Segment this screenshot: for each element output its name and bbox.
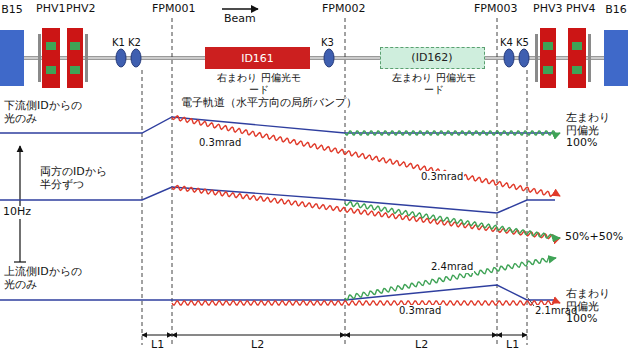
monitor-label: FPM002 bbox=[322, 3, 365, 16]
bending-magnet: B16 bbox=[604, 30, 628, 86]
synchrotron-light bbox=[345, 257, 556, 300]
row-label: 下流側IDからの 光のみ bbox=[4, 100, 96, 125]
electron-orbit bbox=[0, 117, 555, 133]
switching-arrow-base bbox=[14, 261, 26, 262]
row-label: 両方のIDから 半分ずつ bbox=[40, 166, 120, 191]
device-label: PHV1 bbox=[36, 3, 65, 16]
synchrotron-light bbox=[172, 186, 560, 240]
polarization-label: 右まわり 円偏光 100% bbox=[566, 288, 624, 326]
polarization-label: 左まわり 円偏光 100% bbox=[566, 112, 624, 150]
orbit-title: 電子軌道（水平方向の局所バンプ） bbox=[180, 97, 358, 110]
undulator-box: ID161 bbox=[205, 47, 310, 69]
device-label: PHV3 bbox=[533, 3, 562, 16]
kicker-label: K2 bbox=[128, 37, 141, 49]
row-label: 上流側IDからの 光のみ bbox=[4, 266, 96, 291]
monitor-label: FPM001 bbox=[152, 3, 195, 16]
kicker-label: K4 bbox=[500, 37, 513, 49]
angle-label: 0.3mrad bbox=[198, 137, 242, 149]
dimension-line bbox=[142, 335, 527, 336]
dimension-label: L2 bbox=[250, 339, 265, 352]
mode-label: 右まわり 円偏光モード bbox=[215, 72, 303, 95]
mode-label: 左まわり 円偏光モード bbox=[390, 72, 478, 95]
synchrotron-light bbox=[345, 131, 560, 135]
synchrotron-light bbox=[172, 301, 560, 305]
device-label: PHV2 bbox=[66, 3, 95, 16]
beam-pipe bbox=[24, 56, 604, 60]
beam-direction: Beam bbox=[224, 13, 256, 26]
angle-label: 0.3mrad bbox=[420, 171, 464, 183]
reference-line bbox=[142, 18, 527, 345]
phase-shifter bbox=[535, 28, 591, 88]
angle-label: 0.3mrad bbox=[398, 305, 442, 317]
undulator-box: (ID162) bbox=[380, 47, 485, 69]
beam-arrow bbox=[222, 8, 258, 9]
undulator-label: ID161 bbox=[241, 52, 274, 65]
frequency-label: 10Hz bbox=[2, 206, 32, 219]
dimension-label: L1 bbox=[505, 339, 520, 352]
kicker-label: K1 bbox=[112, 37, 125, 49]
dimension-label: L1 bbox=[150, 339, 165, 352]
device-label: PHV4 bbox=[566, 3, 595, 16]
angle-label: 2.4mrad bbox=[430, 261, 474, 273]
light-group bbox=[172, 116, 560, 305]
kicker-label: K5 bbox=[516, 37, 529, 49]
switching-arrow bbox=[19, 146, 20, 262]
orbit-group bbox=[0, 117, 555, 300]
monitor-label: FPM003 bbox=[474, 3, 517, 16]
magnet-label: B15 bbox=[1, 3, 23, 16]
electron-orbit bbox=[0, 285, 555, 300]
synchrotron-light bbox=[345, 202, 560, 239]
polarization-label: 50%+50% bbox=[565, 231, 623, 244]
phase-shifter bbox=[38, 28, 88, 88]
kicker-label: K3 bbox=[321, 37, 334, 49]
dimension-label: L2 bbox=[414, 339, 429, 352]
synchrotron-light bbox=[172, 116, 560, 196]
beam-pipe-core bbox=[24, 57, 604, 59]
electron-orbit bbox=[0, 187, 555, 213]
undulator-label: (ID162) bbox=[411, 51, 452, 64]
bending-magnet: B15 bbox=[0, 30, 24, 86]
magnet-label: B16 bbox=[605, 3, 627, 16]
